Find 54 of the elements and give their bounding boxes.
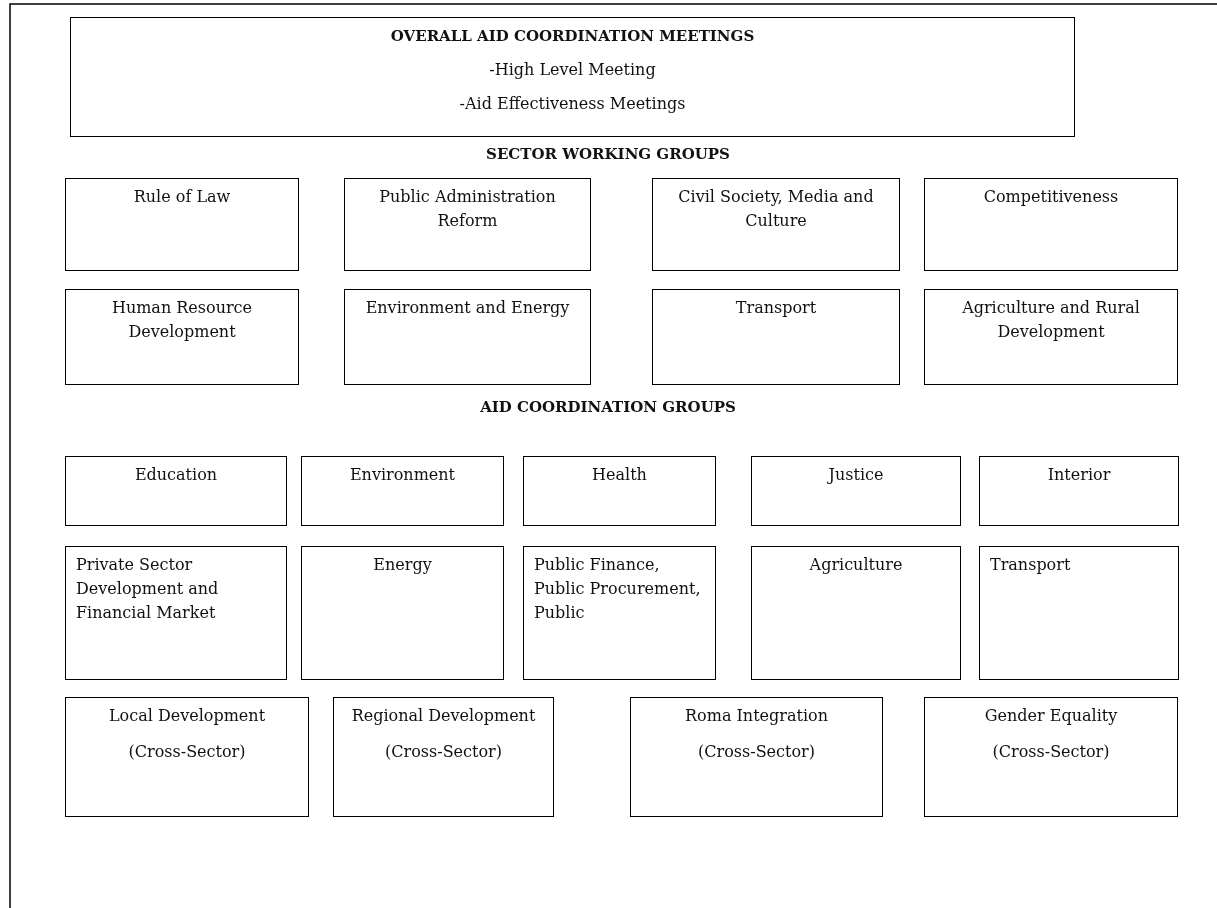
group-name: Local Development xyxy=(107,705,267,727)
group-name: Environment xyxy=(348,464,457,486)
group-name: Regional Development xyxy=(350,705,537,727)
group-box xyxy=(65,289,299,385)
group-box xyxy=(924,697,1178,817)
group-box xyxy=(979,546,1179,680)
group-box xyxy=(630,697,883,817)
group-box xyxy=(523,456,716,526)
group-note: (Cross-Sector) xyxy=(697,741,816,763)
group-name: Education xyxy=(133,464,219,486)
group-box xyxy=(924,289,1178,385)
group-box xyxy=(65,697,309,817)
meeting-item: -Aid Effectiveness Meetings xyxy=(458,93,687,115)
group-name: Transport xyxy=(990,554,1072,576)
box-heading: OVERALL AID COORDINATION MEETINGS xyxy=(389,26,756,47)
group-name: Interior xyxy=(1046,464,1112,486)
group-name: Human Resource Development xyxy=(110,297,254,343)
group-box xyxy=(979,456,1179,526)
group-box xyxy=(652,178,900,271)
group-box xyxy=(65,546,287,680)
group-note: (Cross-Sector) xyxy=(127,741,247,763)
group-name: Roma Integration xyxy=(684,705,829,727)
section-heading: AID COORDINATION GROUPS xyxy=(480,398,736,416)
group-name: Gender Equality xyxy=(983,705,1119,727)
group-name: Private Sector Development and Financial Market xyxy=(76,554,220,624)
group-box xyxy=(344,178,591,271)
group-name: Agriculture xyxy=(808,554,904,576)
group-box xyxy=(344,289,591,385)
group-box xyxy=(652,289,900,385)
group-name: Transport xyxy=(734,297,818,319)
group-name: Rule of Law xyxy=(132,186,232,208)
group-name: Environment and Energy xyxy=(364,297,571,319)
meeting-item: -High Level Meeting xyxy=(488,59,657,81)
group-box xyxy=(751,546,961,680)
group-name: Public Finance, Public Procurement, Public xyxy=(534,554,702,624)
meetings-box xyxy=(70,17,1075,137)
group-box xyxy=(751,456,961,526)
group-name: Agriculture and Rural Development xyxy=(961,297,1141,343)
group-note: (Cross-Sector) xyxy=(991,741,1111,763)
section-heading: SECTOR WORKING GROUPS xyxy=(486,145,730,163)
group-box xyxy=(65,178,299,271)
group-note: (Cross-Sector) xyxy=(384,741,503,763)
group-box xyxy=(333,697,554,817)
group-name: Competitiveness xyxy=(982,186,1120,208)
group-box xyxy=(301,456,504,526)
group-name: Health xyxy=(591,464,648,486)
group-name: Justice xyxy=(826,464,885,486)
group-name: Energy xyxy=(372,554,433,576)
group-name: Public Administration Reform xyxy=(378,186,557,232)
group-box xyxy=(924,178,1178,271)
group-box xyxy=(523,546,716,680)
group-name: Civil Society, Media and Culture xyxy=(677,186,875,232)
group-box xyxy=(301,546,504,680)
group-box xyxy=(65,456,287,526)
